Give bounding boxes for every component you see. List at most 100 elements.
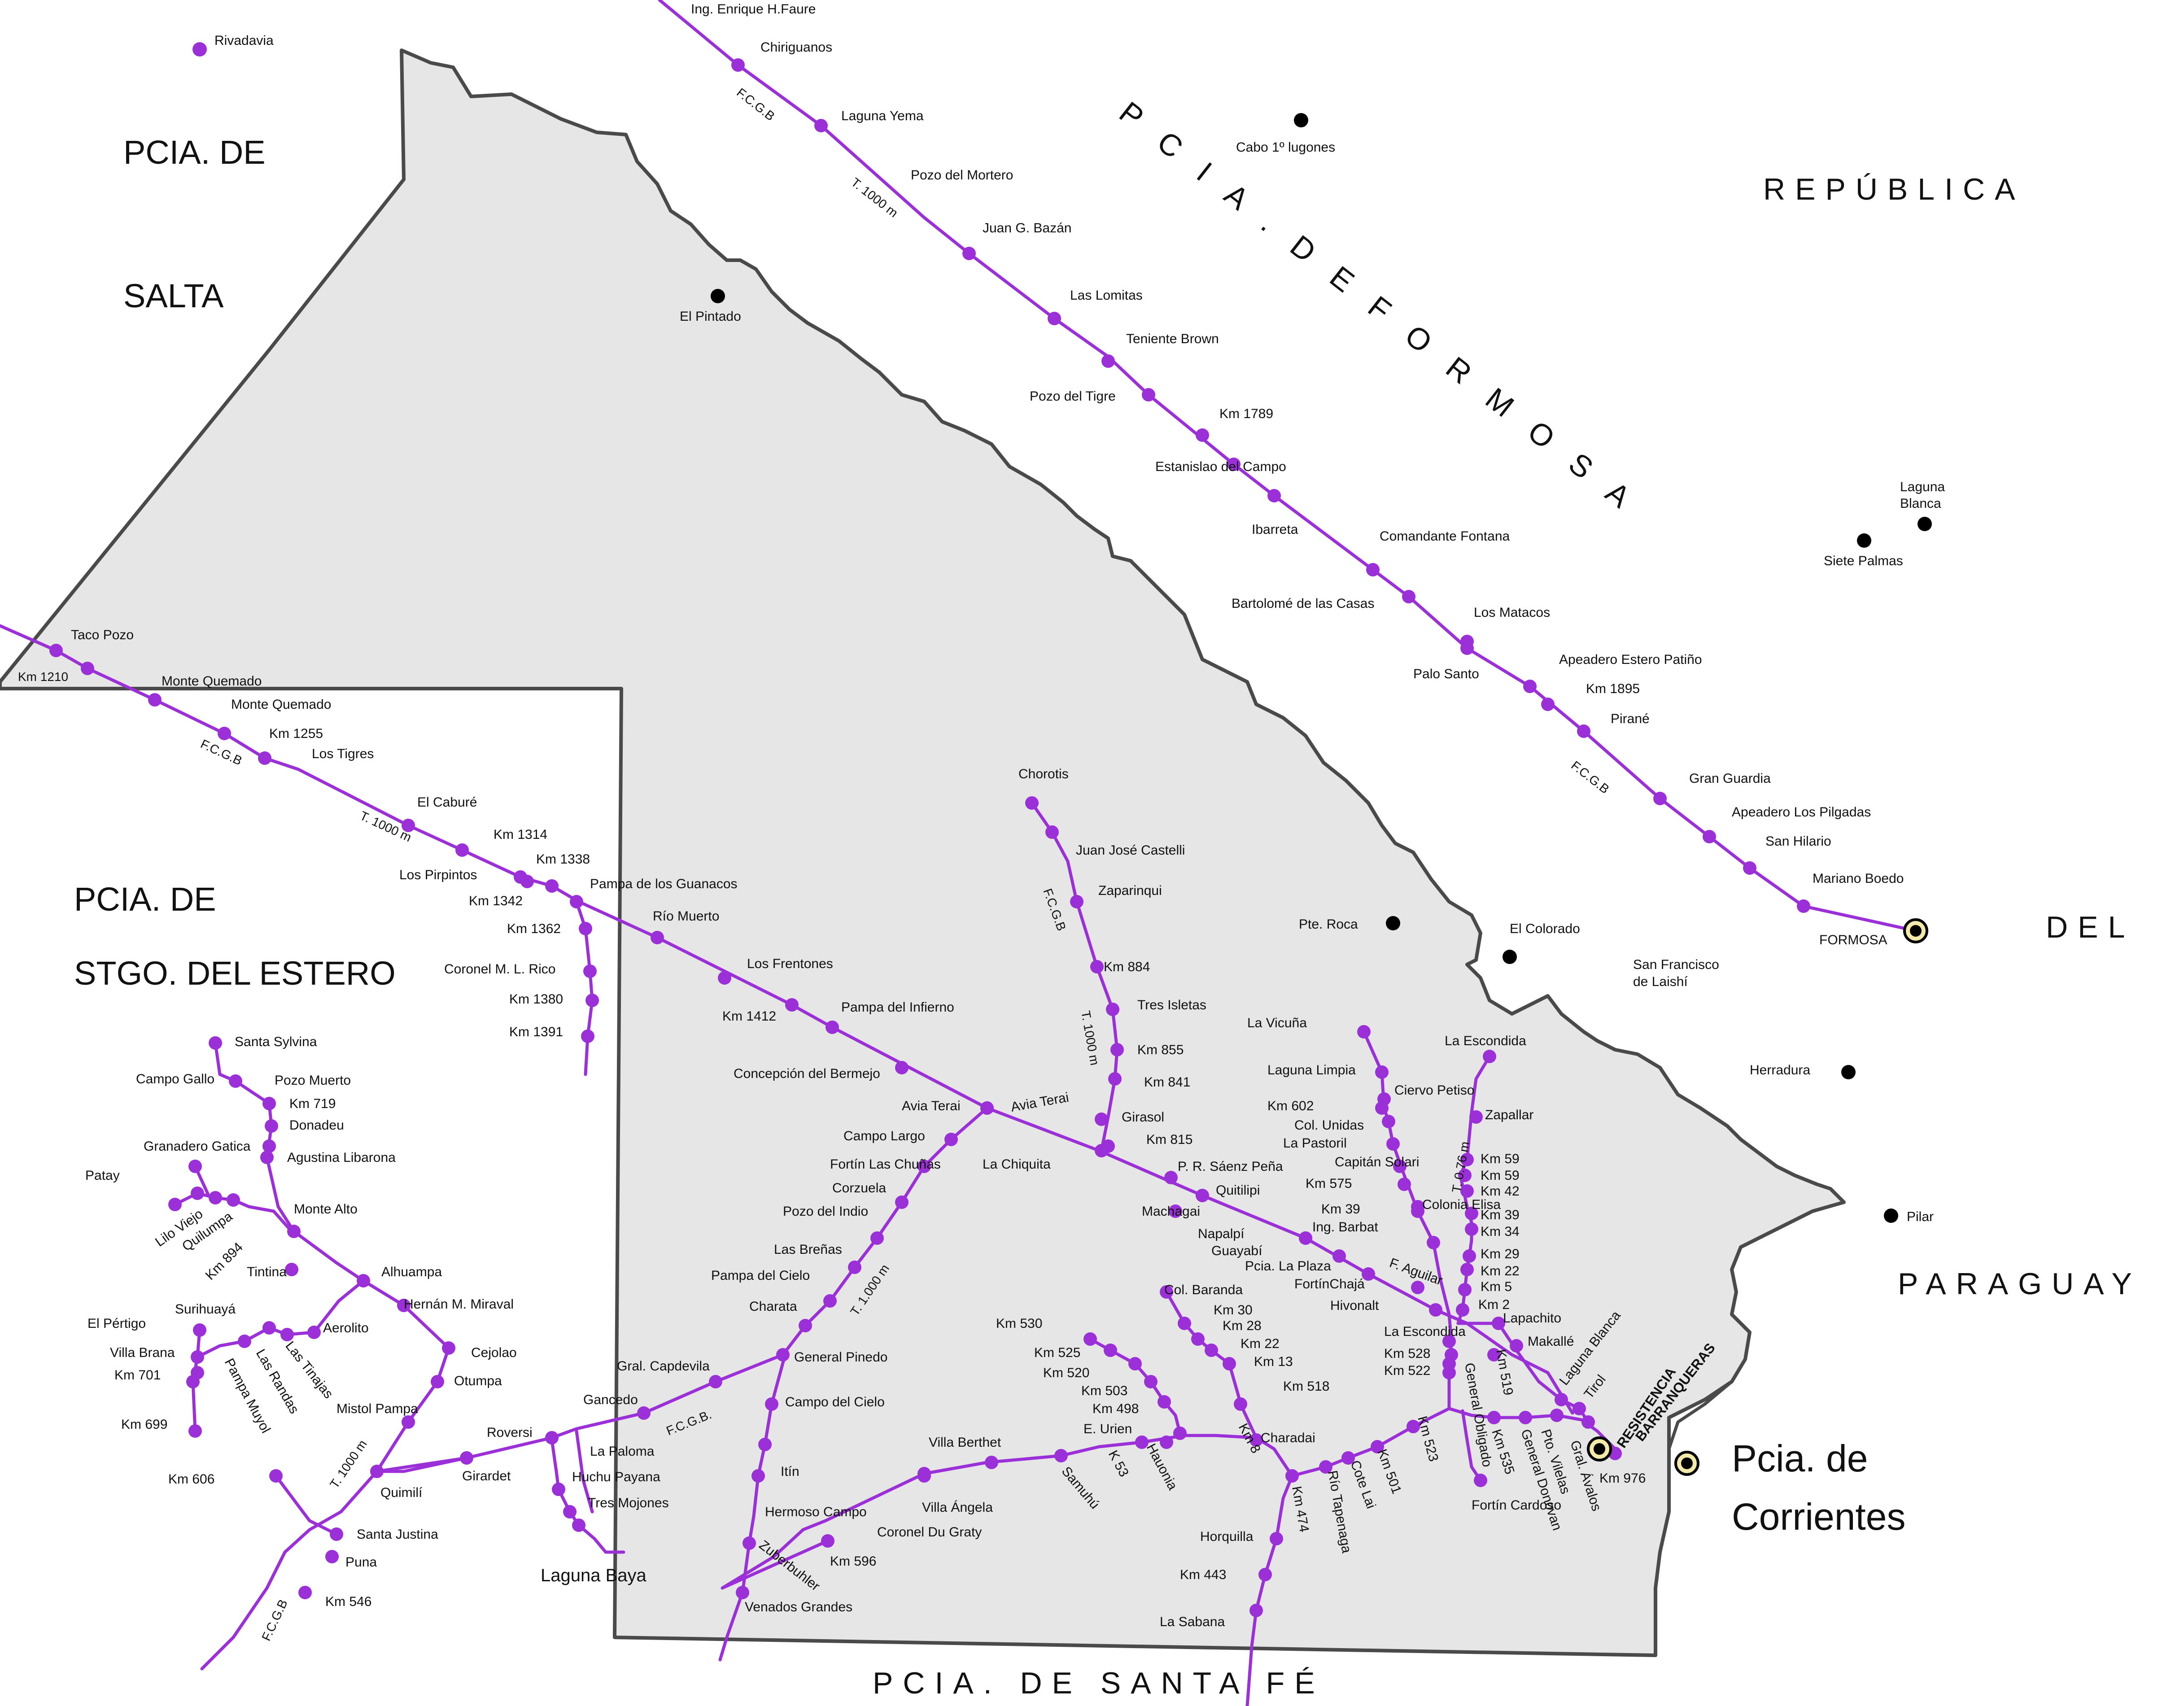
station-dot <box>298 1586 312 1599</box>
station-label: Ibarreta <box>1252 522 1298 537</box>
station-dot <box>1460 641 1474 655</box>
station-dot <box>1487 1411 1501 1424</box>
rail-formosa-line <box>658 0 1918 933</box>
station-label: Pozo del Mortero <box>911 168 1013 183</box>
station-dot <box>583 964 597 978</box>
station-label: Machagai <box>1142 1204 1200 1219</box>
region-corrientes-line1: Pcia. de <box>1732 1437 1868 1479</box>
station-dot <box>1142 388 1155 401</box>
rail-itin-line <box>718 1353 787 1662</box>
station-dot <box>814 119 828 132</box>
station-dot <box>1398 1178 1411 1191</box>
station-label: Km 596 <box>830 1554 876 1569</box>
station-label: Coronel Du Graty <box>877 1525 982 1540</box>
station-dot <box>776 1348 790 1361</box>
station-label: Km 815 <box>1146 1132 1192 1147</box>
station-label: Km 606 <box>168 1472 214 1487</box>
station-dot <box>1223 1357 1236 1370</box>
station-label: Alhuampa <box>381 1265 442 1279</box>
station-label: Km 841 <box>1144 1075 1190 1090</box>
station-label: Hermoso Campo <box>765 1505 867 1519</box>
station-label: Río Muerto <box>653 909 719 924</box>
station-label: Km 1255 <box>269 726 323 741</box>
station-dot <box>1160 1285 1173 1299</box>
station-label: Horquilla <box>1200 1529 1254 1544</box>
station-dot <box>1070 895 1083 908</box>
station-label: Km 530 <box>996 1316 1042 1331</box>
station-label: Girasol <box>1122 1110 1164 1125</box>
station-dot <box>736 1586 749 1599</box>
station-label: Km 976 <box>1599 1471 1646 1486</box>
station-dot <box>1386 1137 1400 1151</box>
station-dot <box>1045 825 1059 839</box>
station-dot <box>731 58 745 72</box>
station-label: Juan José Castelli <box>1076 843 1185 858</box>
station-dot <box>1267 489 1281 502</box>
station-dot <box>1158 1395 1171 1409</box>
station-label: La Vicuña <box>1247 1016 1307 1030</box>
station-label: Quimilí <box>380 1485 423 1500</box>
station-dot <box>1555 1393 1568 1406</box>
station-dot <box>1411 1281 1424 1294</box>
station-label: Km 575 <box>1306 1176 1352 1191</box>
station-dot <box>262 1139 276 1153</box>
rail-eastern-line <box>1447 1407 1617 1451</box>
station-dot <box>581 1030 594 1043</box>
station-dot <box>325 1550 339 1563</box>
station-label: Teniente Brown <box>1126 332 1219 346</box>
region-paraguay: PARAGUAY <box>1898 1267 2142 1301</box>
station-dot <box>188 1424 202 1438</box>
station-dot <box>980 1101 994 1115</box>
station-label: Pozo del Indio <box>783 1204 868 1219</box>
station-dot <box>191 1350 204 1364</box>
station-dot <box>895 1061 909 1074</box>
station-dot <box>402 819 415 832</box>
station-label: Km 22 <box>1241 1336 1280 1351</box>
station-dot <box>1054 1449 1068 1462</box>
station-label: Mistol Pampa <box>336 1401 418 1416</box>
station-dot <box>370 1465 384 1478</box>
label-rivadavia: Rivadavia <box>214 33 274 48</box>
station-label: Km 1338 <box>536 852 590 867</box>
station-dot <box>1460 1184 1474 1198</box>
station-label: Km 699 <box>121 1417 167 1432</box>
station-label: Colonia Elisa <box>1422 1197 1501 1212</box>
station-dot <box>1402 590 1415 603</box>
station-label: Bartolomé de las Casas <box>1232 596 1375 611</box>
station-dot <box>1743 861 1756 875</box>
station-dot <box>1025 796 1039 810</box>
station-dot <box>545 879 559 893</box>
station-label: Pirané <box>1611 711 1650 726</box>
station-label: Palo Santo <box>1413 667 1479 681</box>
station-label: Campo del Cielo <box>785 1395 885 1409</box>
station-dot <box>1169 1204 1182 1218</box>
station-label: Charata <box>749 1299 797 1314</box>
station-label: Km 28 <box>1223 1318 1262 1333</box>
region-republica: REPÚBLICA <box>1763 172 2025 206</box>
station-dot <box>1299 1231 1312 1245</box>
station-label: Las Lomitas <box>1070 288 1143 303</box>
station-dot <box>1572 1402 1586 1415</box>
station-dot <box>718 971 731 985</box>
station-dot <box>218 727 231 740</box>
station-dot <box>1144 1375 1158 1388</box>
station-label: Coronel M. L. Rico <box>444 962 555 977</box>
station-label: Santa Justina <box>357 1527 438 1542</box>
label-formosa-capital: FORMOSA <box>1819 933 1887 947</box>
station-dot <box>1465 1222 1478 1236</box>
rail-baranda-spur <box>1461 1409 1482 1482</box>
station-dot <box>1519 1411 1532 1424</box>
station-dot <box>1653 792 1667 805</box>
station-dot <box>1487 1348 1501 1361</box>
station-dot <box>1577 724 1590 738</box>
station-label: Otumpa <box>454 1374 502 1388</box>
station-label: Monte Quemado <box>162 674 262 689</box>
label-pilar: Pilar <box>1907 1209 1934 1224</box>
station-dot <box>848 1261 861 1274</box>
station-label: Juan G. Bazán <box>983 221 1071 236</box>
station-label: Los Tigres <box>312 746 374 761</box>
station-dot <box>1196 428 1209 442</box>
station-label: Makallé <box>1528 1334 1574 1349</box>
station-label: La Escondida <box>1384 1324 1466 1339</box>
